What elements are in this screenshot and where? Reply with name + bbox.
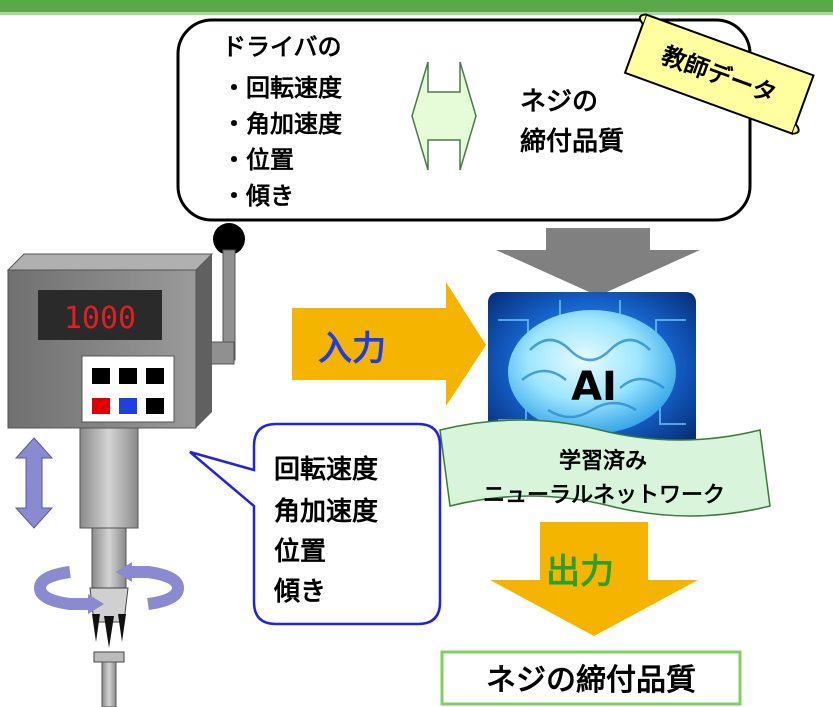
speech-item-angular-acceleration: 角加速度 (274, 496, 378, 527)
banner-line-2: ニューラルネットワーク (483, 483, 725, 508)
rotation-icon (33, 562, 185, 614)
machine-button (146, 398, 164, 414)
result-box (440, 650, 742, 706)
output-label: 出力 (546, 552, 614, 592)
driver-item-position: ・位置 (222, 146, 294, 174)
input-arrow-icon (292, 282, 486, 406)
speech-item-rotation-speed: 回転速度 (274, 454, 378, 485)
speech-item-tilt: 傾き (273, 577, 326, 607)
ai-chip-label: AI (571, 364, 617, 410)
machine-button-blue (119, 398, 137, 414)
quality-line-2: 締付品質 (520, 126, 624, 157)
result-label: ネジの締付品質 (486, 663, 696, 698)
double-arrow-icon (411, 61, 477, 171)
banner-line-1: 学習済み (559, 448, 647, 474)
training-arrow-icon (496, 228, 700, 296)
machine-button (146, 368, 164, 384)
driver-item-angular-acceleration: ・角加速度 (222, 110, 343, 138)
machine-button-red (92, 398, 110, 414)
machine-button (119, 368, 137, 384)
screwdriver-machine: 1000 (6, 223, 245, 707)
neural-network-banner (439, 419, 771, 517)
input-label: 入力 (318, 329, 386, 369)
output-arrow-icon (490, 522, 698, 636)
driver-item-tilt: ・傾き (222, 182, 294, 210)
lever-knob-icon (213, 223, 245, 255)
machine-display: 1000 (64, 301, 136, 336)
vertical-motion-icon (14, 437, 54, 529)
speech-item-position: 位置 (274, 536, 326, 567)
ai-brain-image: AI (488, 292, 696, 454)
speech-bubble (189, 422, 442, 626)
machine-button (92, 368, 110, 384)
driver-item-rotation-speed: ・回転速度 (222, 74, 343, 102)
top-bar (0, 0, 833, 12)
driver-title: ドライバの (222, 33, 342, 61)
quality-line-1: ネジの (520, 87, 598, 117)
